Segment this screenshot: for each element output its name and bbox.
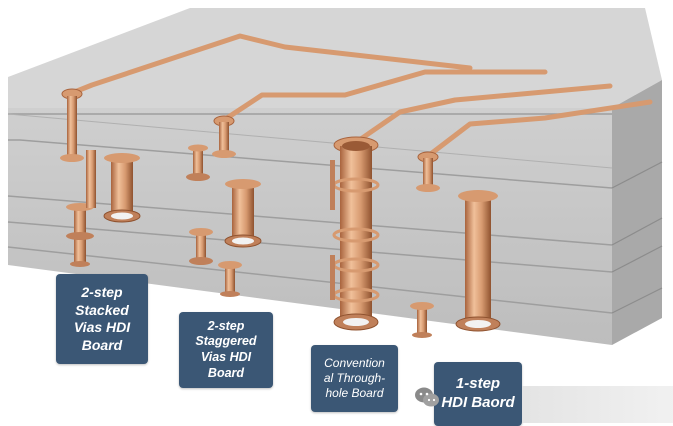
watermark-bar xyxy=(522,386,673,423)
label-1-step-hdi: 1-step HDI Baord xyxy=(434,362,522,426)
board-front-face xyxy=(7,108,613,345)
through-hole-via xyxy=(330,141,380,331)
label-2-step-staggered-vias: 2-step Staggered Vias HDI Board xyxy=(179,312,273,388)
board-top-face xyxy=(8,8,662,108)
stacked-vias xyxy=(60,96,141,267)
chat-bubble-logo-icon xyxy=(415,387,439,407)
one-step-vias xyxy=(410,158,501,338)
copper-traces xyxy=(69,33,653,159)
board-end-face xyxy=(612,80,662,345)
label-2-step-stacked-vias: 2-step Stacked Vias HDI Board xyxy=(56,274,148,364)
label-conventional-through-hole: Convention al Through- hole Board xyxy=(311,345,398,412)
staggered-vias xyxy=(186,122,262,297)
